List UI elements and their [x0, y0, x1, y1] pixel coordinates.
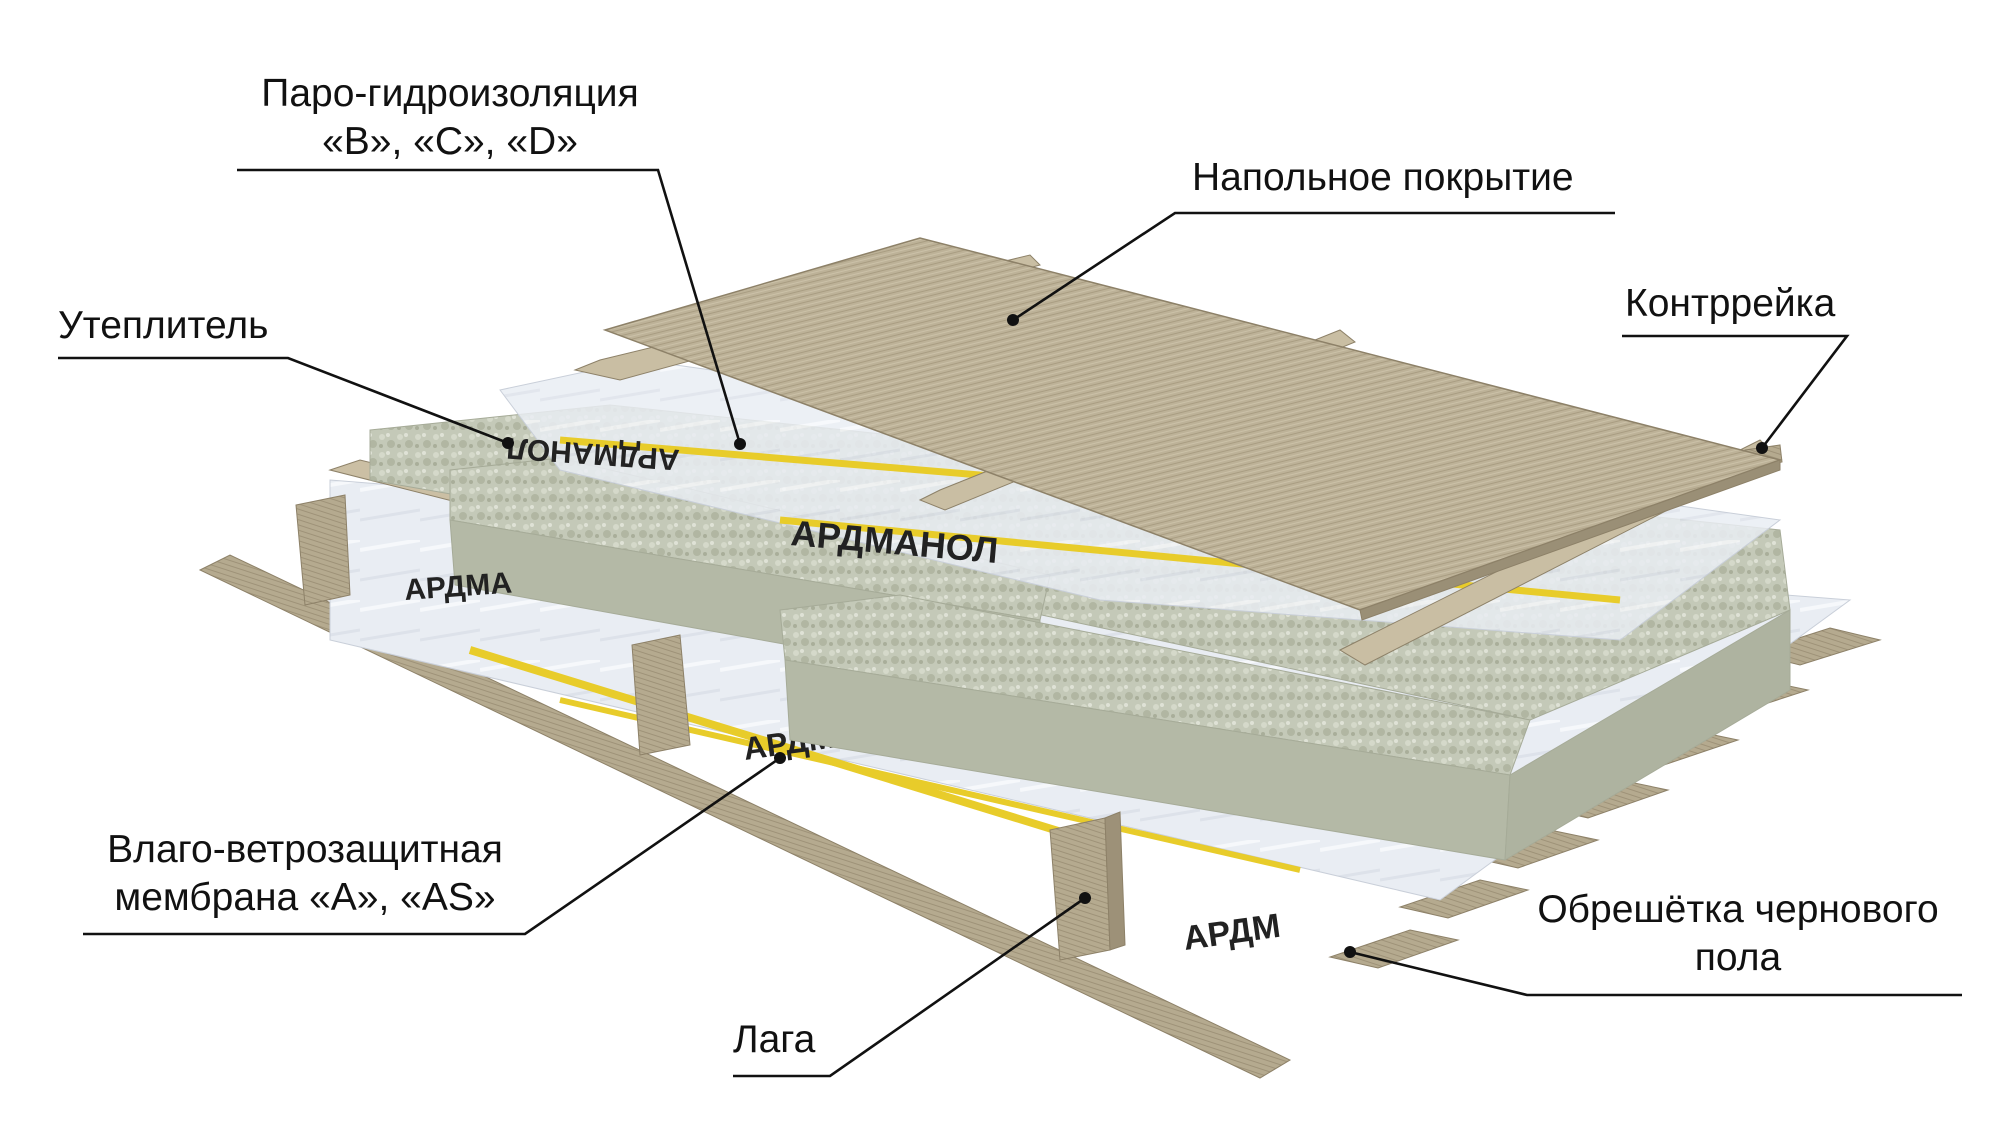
leader-floor-covering: [1012, 211, 1615, 322]
label-insulation: Утеплитель: [58, 304, 269, 347]
label-wind-membrane-line2: мембрана «A», «AS»: [114, 876, 496, 919]
label-counter-batten: Контррейка: [1625, 282, 1836, 325]
leader-lines: [58, 168, 1962, 1078]
label-wind-membrane: Влаго-ветрозащитная мембрана «A», «AS»: [75, 826, 535, 922]
label-subfloor-battens-line2: пола: [1694, 936, 1782, 979]
insulation-slab-1: [449, 457, 1051, 621]
label-wind-membrane-line1: Влаго-ветрозащитная: [107, 828, 503, 871]
joist-front-side: [1104, 811, 1126, 951]
floor-board-edge: [1359, 459, 1781, 621]
joist-middle-end: [631, 634, 691, 756]
insulation-slab-2: [779, 594, 1531, 776]
leader-insulation-dot: [502, 437, 514, 449]
vapor-stripe-1: [559, 436, 1041, 484]
leader-wind-membrane: [83, 756, 781, 936]
joist-left-end: [295, 494, 351, 606]
floor-covering-board: [602, 237, 1783, 621]
leader-insulation: [58, 356, 509, 445]
leader-subfloor-battens-dot: [1344, 946, 1356, 958]
label-joist: Лага: [733, 1018, 816, 1061]
leader-floor-covering-dot: [1007, 314, 1019, 326]
brand-text-left: АРДМА: [403, 567, 513, 607]
label-vapor-barrier: Паро-гидроизоляция «B», «C», «D»: [230, 70, 670, 166]
label-subfloor-battens: Обрешётка чернового пола: [1508, 886, 1968, 982]
brand-text-bottom: АРДМ: [1181, 907, 1283, 958]
leader-joist: [733, 896, 1086, 1078]
leader-subfloor-battens: [1349, 950, 1962, 997]
label-subfloor-battens-line1: Обрешётка чернового: [1537, 888, 1939, 931]
label-vapor-barrier-line1: Паро-гидроизоляция: [261, 72, 639, 115]
leader-counter-batten-dot: [1756, 442, 1768, 454]
joist-front-end: [1049, 817, 1111, 961]
label-floor-covering: Напольное покрытие: [1192, 156, 1574, 199]
leader-counter-batten: [1622, 334, 1850, 449]
leader-vapor-barrier: [237, 168, 742, 445]
leader-wind-membrane-dot: [774, 752, 786, 764]
batten-strip-6: [1398, 879, 1530, 919]
leader-vapor-barrier-dot: [734, 438, 746, 450]
membrane-stripe-1: [468, 646, 1122, 854]
leader-joist-dot: [1079, 892, 1091, 904]
batten-bottom-long: [198, 554, 1292, 1079]
label-vapor-barrier-line2: «B», «C», «D»: [322, 120, 578, 163]
batten-strip-7: [1328, 929, 1460, 969]
insulation-slab-2-end: [1504, 609, 1791, 861]
